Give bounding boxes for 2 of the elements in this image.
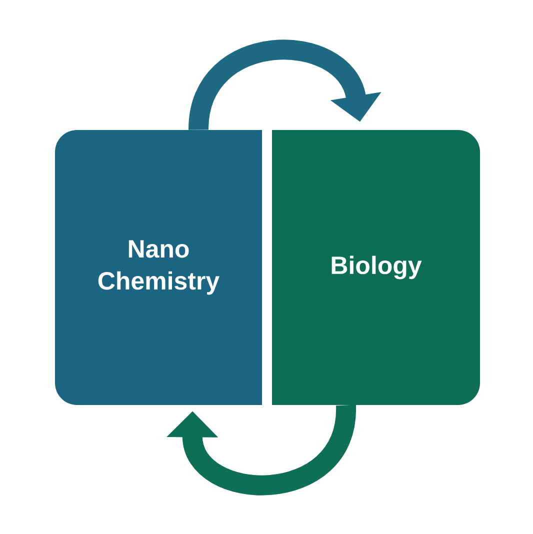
subject-box: Biology [272,130,480,405]
subject-box: Nano Chemistry [55,130,262,405]
